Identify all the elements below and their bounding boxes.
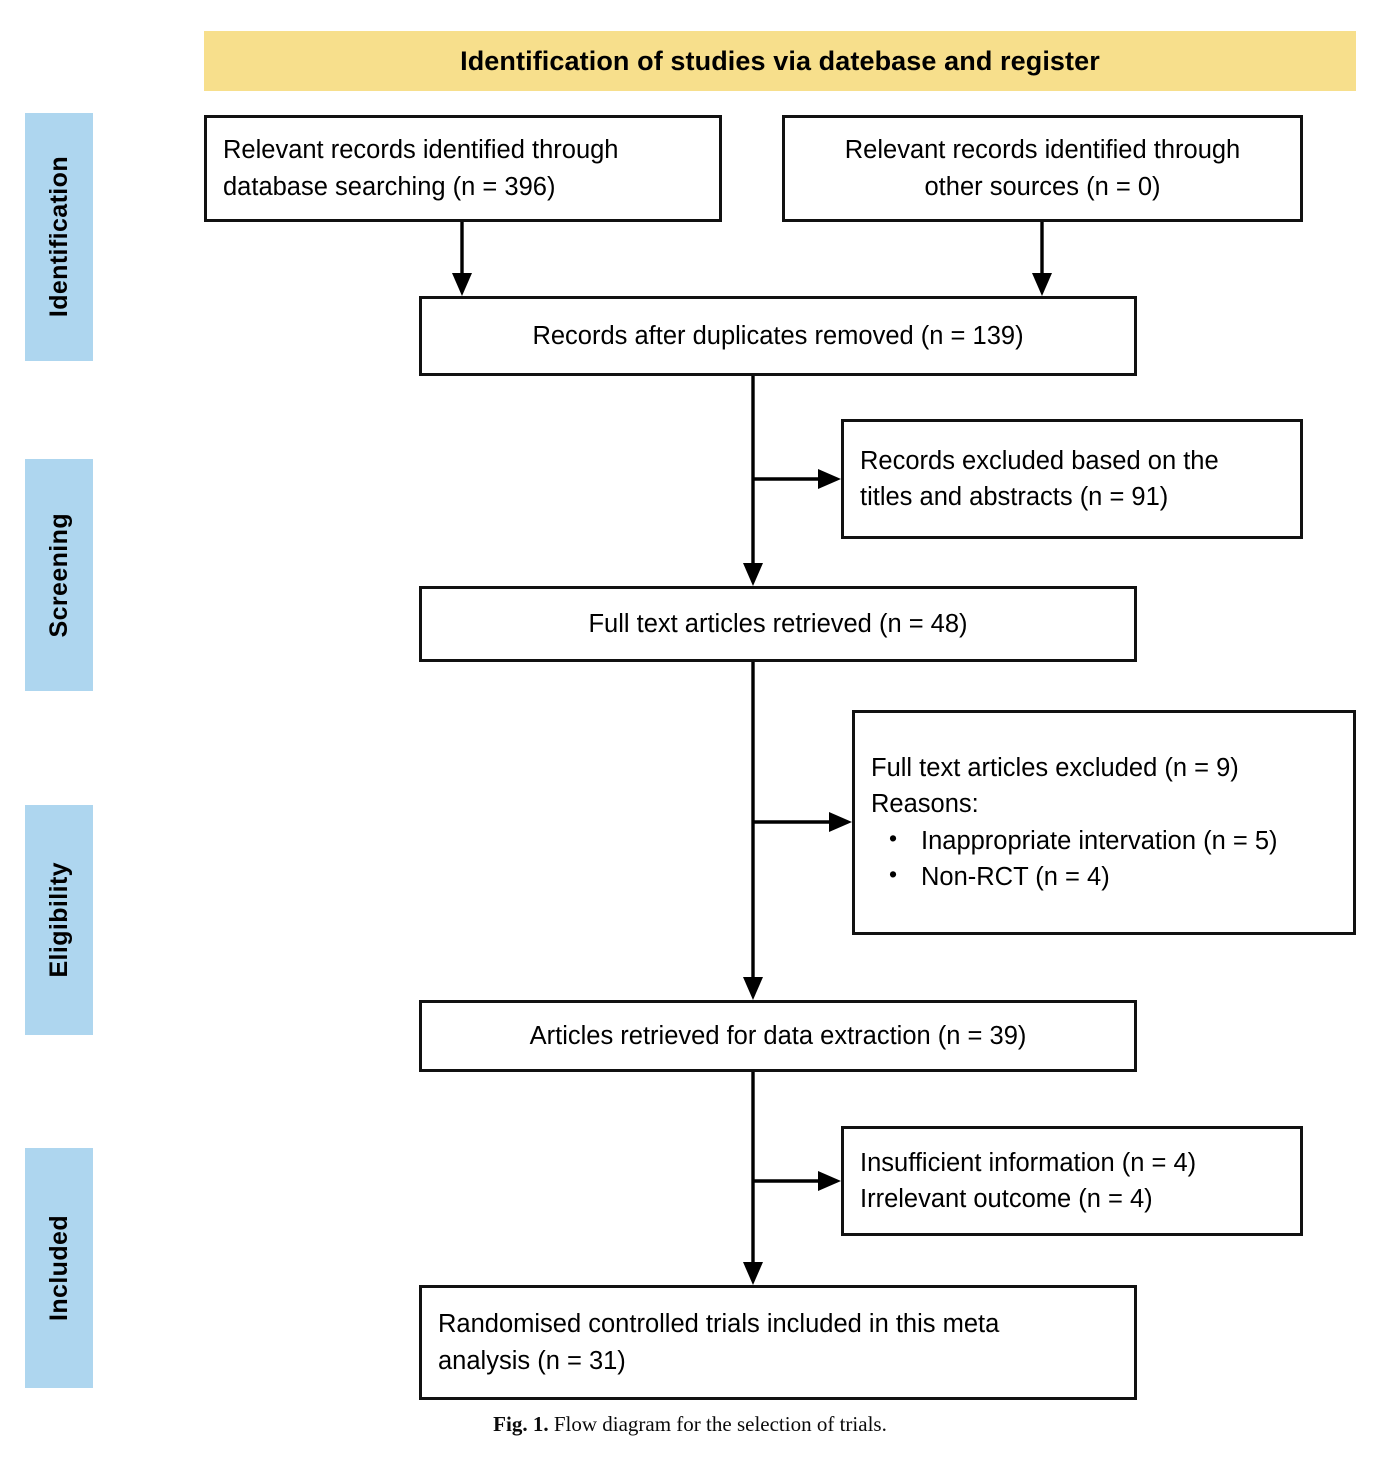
box-randomised-controlled-trials-included-line2: analysis (n = 31) xyxy=(438,1346,626,1375)
box-other-sources-line2: other sources (n = 0) xyxy=(924,172,1161,201)
box-records-after-duplicates-removed-line1: Records after duplicates removed (n = 13… xyxy=(532,321,1024,350)
stage-tab-identification: Identification xyxy=(25,113,93,361)
arrowhead-fulltext-to-excluded-full xyxy=(829,812,852,832)
arrowhead-fulltext-to-extraction xyxy=(743,977,763,1000)
box-records-excluded-titles-abstracts-line2: titles and abstracts (n = 91) xyxy=(860,483,1169,511)
stage-tab-included: Included xyxy=(25,1148,93,1388)
box-records-excluded-titles-abstracts: Records excluded based on the titles and… xyxy=(841,419,1303,539)
box-randomised-controlled-trials-included-line1: Randomised controlled trials included in… xyxy=(438,1310,1000,1339)
stage-label-eligibility: Eligibility xyxy=(44,862,73,978)
box-database-searching-line2: database searching (n = 396) xyxy=(223,172,556,201)
stage-label-included: Included xyxy=(44,1215,73,1321)
stage-label-identification: Identification xyxy=(44,156,73,318)
box-full-text-articles-excluded: Full text articles excluded (n = 9) Reas… xyxy=(852,710,1356,935)
box-full-text-articles-retrieved: Full text articles retrieved (n = 48) xyxy=(419,586,1137,662)
figure-caption-text: Flow diagram for the selection of trials… xyxy=(553,1412,887,1436)
figure-number: Fig. 1. xyxy=(493,1412,549,1436)
stage-label-screening: Screening xyxy=(44,512,73,638)
arrowhead-extraction-to-excluded-info xyxy=(818,1171,841,1191)
box-articles-retrieved-for-data-extraction-line1: Articles retrieved for data extraction (… xyxy=(529,1021,1027,1050)
diagram-title: Identification of studies via datebase a… xyxy=(460,45,1100,76)
arrowhead-dedup-to-excluded-titles xyxy=(818,469,841,489)
box-database-searching: Relevant records identified through data… xyxy=(204,115,722,222)
diagram-title-banner: Identification of studies via datebase a… xyxy=(204,31,1356,91)
box-articles-retrieved-for-data-extraction: Articles retrieved for data extraction (… xyxy=(419,1000,1137,1072)
box-excluded-irrelevant-outcome: Irrelevant outcome (n = 4) xyxy=(860,1185,1153,1213)
stage-tab-screening: Screening xyxy=(25,459,93,691)
box-excluded-insufficient-irrelevant: Insufficient information (n = 4) Irrelev… xyxy=(841,1126,1303,1236)
box-records-excluded-titles-abstracts-line1: Records excluded based on the xyxy=(860,446,1219,475)
box-full-text-articles-excluded-line1: Full text articles excluded (n = 9) xyxy=(871,754,1239,783)
arrowhead-other-to-dedup xyxy=(1032,273,1052,296)
stage-tab-eligibility: Eligibility xyxy=(25,805,93,1035)
box-full-text-articles-retrieved-line1: Full text articles retrieved (n = 48) xyxy=(588,609,968,638)
box-other-sources: Relevant records identified through othe… xyxy=(782,115,1303,222)
box-excluded-insufficient-information: Insufficient information (n = 4) xyxy=(860,1148,1197,1177)
arrowhead-extraction-to-included xyxy=(743,1262,763,1285)
box-randomised-controlled-trials-included: Randomised controlled trials included in… xyxy=(419,1285,1137,1400)
exclusion-reason-list: Inappropriate intervation (n = 5) Non-RC… xyxy=(855,821,1353,895)
exclusion-reason-item: Non-RCT (n = 4) xyxy=(871,858,1337,895)
exclusion-reason-item: Inappropriate intervation (n = 5) xyxy=(871,821,1337,859)
box-other-sources-line1: Relevant records identified through xyxy=(844,136,1241,165)
arrowhead-db-to-dedup xyxy=(452,273,472,296)
box-full-text-articles-excluded-line2: Reasons: xyxy=(871,790,979,819)
box-database-searching-line1: Relevant records identified through xyxy=(223,136,619,165)
box-records-after-duplicates-removed: Records after duplicates removed (n = 13… xyxy=(419,296,1137,376)
figure-caption: Fig. 1. Flow diagram for the selection o… xyxy=(0,1412,1380,1437)
arrowhead-dedup-to-fulltext xyxy=(743,563,763,586)
